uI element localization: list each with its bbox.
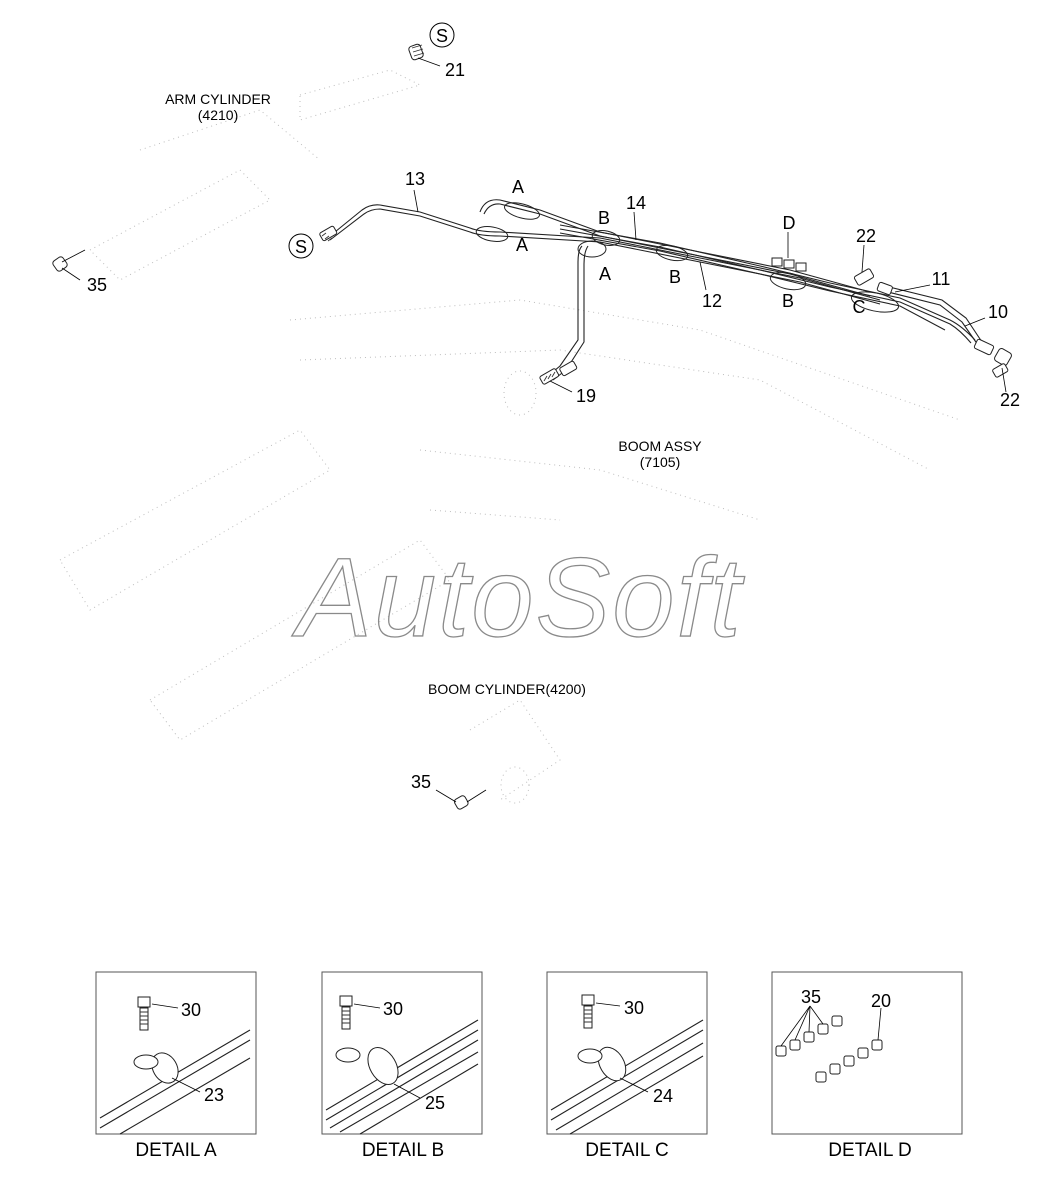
- boom-cylinder-label: BOOM CYLINDER(4200): [428, 681, 586, 697]
- detail-c-caption: DETAIL C: [585, 1140, 668, 1161]
- callout-35-bottom: 35: [411, 772, 431, 792]
- arm-cylinder-code: (4210): [198, 107, 238, 123]
- detail-a-caption: DETAIL A: [135, 1140, 217, 1161]
- detail-d-panel: [771, 971, 963, 1135]
- detail-b-caption: DETAIL B: [362, 1140, 444, 1161]
- svg-text:S: S: [295, 237, 307, 257]
- callout-22-top: 22: [856, 226, 876, 246]
- detail-c-panel: [546, 971, 708, 1135]
- detail-a-panel: [95, 971, 257, 1135]
- callout-14: 14: [626, 193, 646, 213]
- clamp-letter-d: D: [783, 213, 796, 233]
- pipe-harness: [329, 199, 983, 381]
- clamp-letter-b1: B: [598, 208, 610, 228]
- clamp-letter-a1: A: [512, 177, 524, 197]
- callout-35-left: 35: [87, 275, 107, 295]
- detail-d-caption: DETAIL D: [828, 1140, 911, 1161]
- fittings: [52, 43, 1012, 810]
- detail-b-bolt-callout: 30: [383, 999, 403, 1019]
- clamps: [475, 202, 900, 313]
- detail-c-bolt-callout: 30: [624, 998, 644, 1018]
- detail-d-fitting-callout-35: 35: [801, 987, 821, 1007]
- leader-lines: [61, 57, 1007, 803]
- boom-assy-label: BOOM ASSY: [618, 438, 702, 454]
- callout-19: 19: [576, 386, 596, 406]
- watermark-logo: AutoSoft: [291, 535, 745, 660]
- callout-11: 11: [932, 269, 951, 289]
- callout-21: 21: [445, 60, 465, 80]
- clamp-letter-c: C: [853, 297, 866, 317]
- callout-10: 10: [988, 302, 1008, 322]
- s-marker-left: S: [288, 233, 314, 259]
- callout-12: 12: [702, 291, 722, 311]
- clamp-letter-a3: A: [599, 264, 611, 284]
- detail-a-bolt-callout: 30: [181, 1000, 201, 1020]
- detail-c-clamp-callout: 24: [653, 1086, 673, 1106]
- svg-text:S: S: [436, 26, 448, 46]
- detail-b-clamp-callout: 25: [425, 1093, 445, 1113]
- s-marker-top: S: [429, 22, 455, 48]
- callout-22-bottom: 22: [1000, 390, 1020, 410]
- detail-b-panel: [321, 971, 483, 1135]
- detail-a-clamp-callout: 23: [204, 1085, 224, 1105]
- boom-assy-code: (7105): [640, 454, 680, 470]
- detail-d-fitting-callout-20: 20: [871, 991, 891, 1011]
- clamp-letter-b2: B: [669, 267, 681, 287]
- clamp-letter-a2: A: [516, 235, 528, 255]
- clamp-letter-b3: B: [782, 291, 794, 311]
- arm-cylinder-label: ARM CYLINDER: [165, 91, 271, 107]
- callout-13: 13: [405, 169, 425, 189]
- ghost-outlines: [59, 69, 961, 804]
